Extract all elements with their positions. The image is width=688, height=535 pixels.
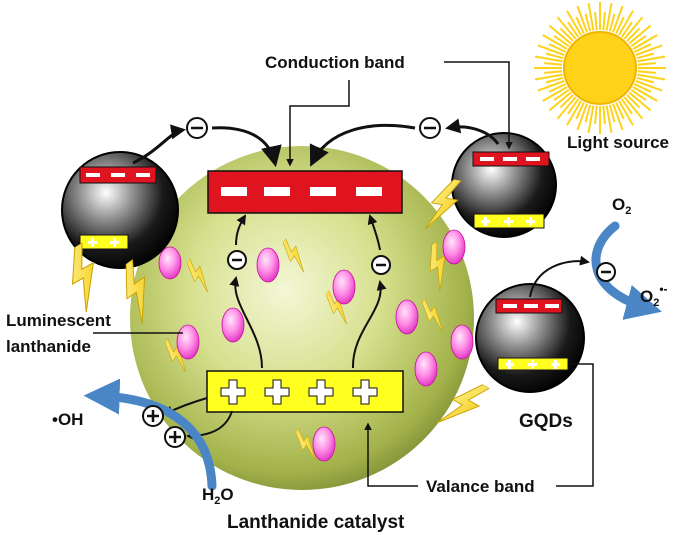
sun-ray: [548, 91, 572, 112]
sun-ray: [534, 55, 563, 63]
sun-ray: [636, 76, 655, 84]
sun-ray: [566, 10, 582, 36]
superoxide-label: O2•-: [640, 282, 668, 309]
sun-ray: [618, 10, 634, 36]
electron-symbol: [419, 117, 441, 139]
charge-symbols: [142, 117, 616, 448]
sun-ray: [632, 34, 658, 50]
sun-ray: [542, 34, 568, 50]
sun-ray: [534, 73, 563, 81]
sun-ray: [637, 73, 666, 81]
sun-ray: [637, 55, 666, 63]
sun-ray: [556, 96, 577, 120]
sun-ray: [594, 12, 598, 31]
sun-ray: [602, 105, 606, 124]
oxygen-label: O2: [612, 195, 631, 217]
hole-symbol: [164, 426, 186, 448]
sun-ray: [587, 2, 595, 31]
sun-ray: [587, 105, 595, 134]
sun-ray: [548, 24, 572, 45]
sun-ray: [632, 86, 658, 102]
sun-ray: [626, 27, 641, 42]
sun-ray: [576, 103, 588, 131]
sun-ray: [620, 21, 633, 38]
light-source-label: Light source: [567, 133, 669, 152]
sun-ray: [635, 80, 663, 92]
lanthanide-label: lanthanide: [6, 337, 91, 356]
hydroxyl-radical-label: •OH: [52, 410, 83, 429]
sun-ray: [615, 101, 625, 120]
lanthanide-particle-icon: [158, 229, 474, 462]
sun-ray: [544, 62, 563, 66]
sun-ray: [575, 16, 585, 35]
electron-symbol: [596, 262, 616, 282]
lanthanide-catalyst-label: Lanthanide catalyst: [227, 512, 405, 533]
electron-symbol: [186, 117, 208, 139]
sun-ray: [556, 16, 577, 40]
sun-ray: [566, 100, 582, 126]
hole-symbol: [142, 405, 164, 427]
sun-ray: [545, 52, 564, 60]
valence-band-bar: [206, 370, 404, 413]
sun-ray: [559, 94, 574, 109]
sun-ray: [584, 104, 592, 123]
sun-ray: [605, 2, 613, 31]
leader-lines: [93, 61, 594, 487]
sun-ray: [584, 13, 592, 32]
sun-ray: [537, 44, 565, 56]
sun-ray: [605, 105, 613, 134]
sun-ray: [548, 83, 567, 93]
sun-ray: [545, 76, 564, 84]
sun-ray: [567, 98, 580, 115]
sun-ray: [615, 16, 625, 35]
sun-ray: [542, 86, 568, 102]
sun-ray: [635, 44, 663, 56]
sun-ray: [548, 43, 567, 53]
sun-ray: [618, 100, 634, 126]
sun-ray: [633, 43, 652, 53]
valance-band-label: Valance band: [426, 477, 535, 496]
conduction-band-bar: [207, 170, 403, 214]
sun-ray: [567, 21, 580, 38]
gqd-top-right: [451, 132, 557, 238]
sun-ray: [553, 35, 570, 48]
electron-symbol: [371, 255, 391, 275]
sun-ray: [608, 13, 616, 32]
gqd-bottom-right: [475, 283, 585, 393]
sun-ray: [637, 62, 656, 66]
sun-ray: [602, 12, 606, 31]
sun-ray: [628, 24, 652, 45]
conduction-band-label: Conduction band: [265, 53, 405, 72]
water-label: H2O: [202, 485, 234, 507]
sun-ray: [608, 104, 616, 123]
sun-ray: [537, 80, 565, 92]
electron-symbol: [227, 250, 247, 270]
gqd-left: [61, 151, 179, 269]
sun-ray: [553, 88, 570, 101]
sun-ray: [559, 27, 574, 42]
sun-ray: [594, 105, 598, 124]
sun-ray: [636, 52, 655, 60]
sun-ray: [612, 103, 624, 131]
sun-ray: [623, 96, 644, 120]
sun-ray: [612, 5, 624, 33]
electron-flow-arrows: [132, 118, 590, 441]
sun-ray: [630, 35, 647, 48]
sun-ray: [620, 98, 633, 115]
sun-ray: [626, 94, 641, 109]
sun-ray: [630, 88, 647, 101]
sun-ray: [628, 91, 652, 112]
luminescent-label: Luminescent: [6, 311, 111, 330]
sun-ray: [637, 70, 656, 74]
gqds-label: GQDs: [519, 411, 573, 432]
sun-ray: [544, 70, 563, 74]
sun-ray: [633, 83, 652, 93]
sun-ray: [575, 101, 585, 120]
sun-ray: [623, 16, 644, 40]
sun-ray: [576, 5, 588, 33]
sun-icon: [534, 2, 666, 134]
